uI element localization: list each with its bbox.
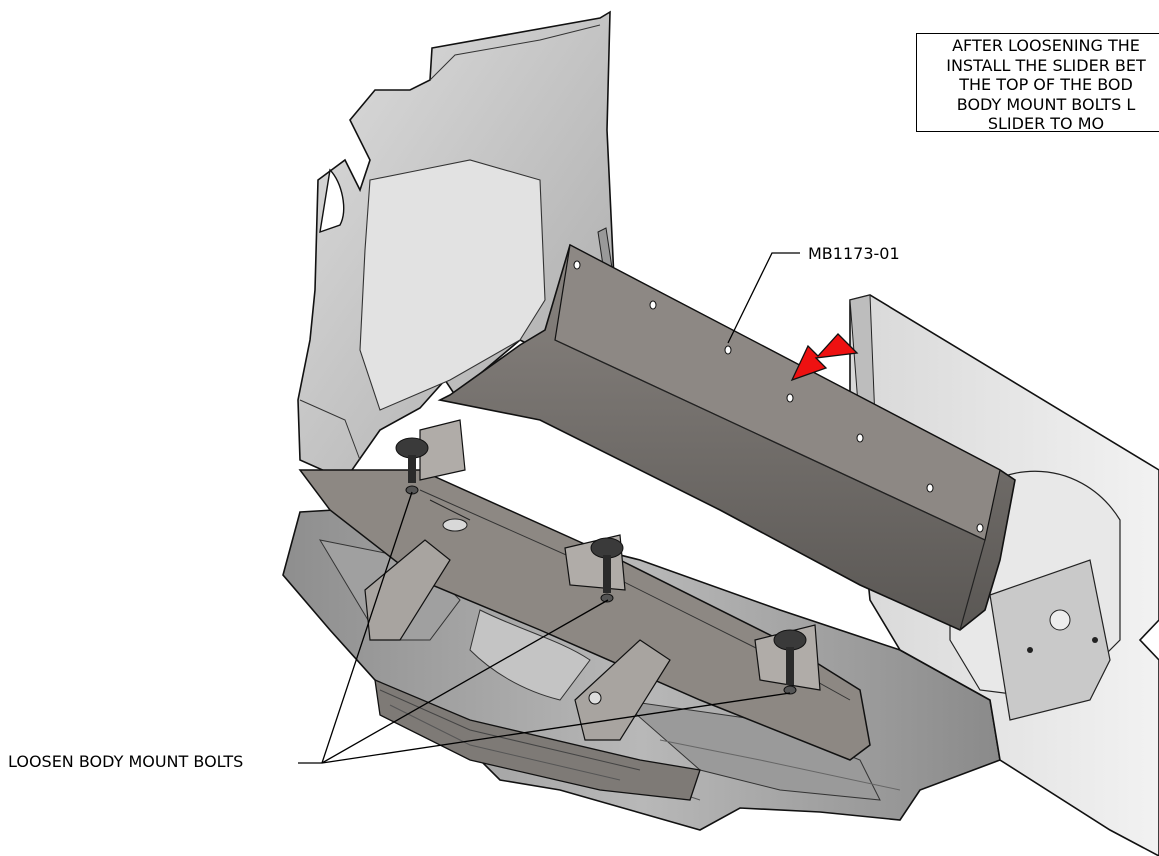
bolt-leader-2 (321, 599, 609, 764)
bolt-front (395, 437, 429, 495)
bolt-leader-3 (321, 692, 791, 764)
body-shell (297, 10, 616, 481)
leader-lines (298, 252, 800, 764)
bolt-middle (590, 537, 624, 603)
bolt-rear (773, 629, 807, 695)
red-arrow-icon (790, 333, 859, 382)
instruction-line-5: SLIDER TO MO (987, 114, 1105, 132)
body-mount-bolts (395, 437, 807, 695)
instruction-line-1: AFTER LOOSENING THE (952, 36, 1140, 55)
rock-slider-part (437, 243, 1016, 631)
instruction-line-3: THE TOP OF THE BOD (959, 75, 1133, 94)
instruction-line-4: BODY MOUNT BOLTS L (956, 94, 1136, 114)
slider-holes (573, 260, 984, 533)
part-number-label: MB1173-01 (808, 244, 900, 263)
part-leader-line (727, 252, 800, 344)
instruction-callout: AFTER LOOSENING THE INSTALL THE SLIDER B… (916, 33, 1159, 132)
instruction-line-2: INSTALL THE SLIDER BET (946, 55, 1146, 75)
loosen-bolts-label: LOOSEN BODY MOUNT BOLTS (8, 752, 244, 771)
bolt-leader-1 (321, 491, 413, 764)
